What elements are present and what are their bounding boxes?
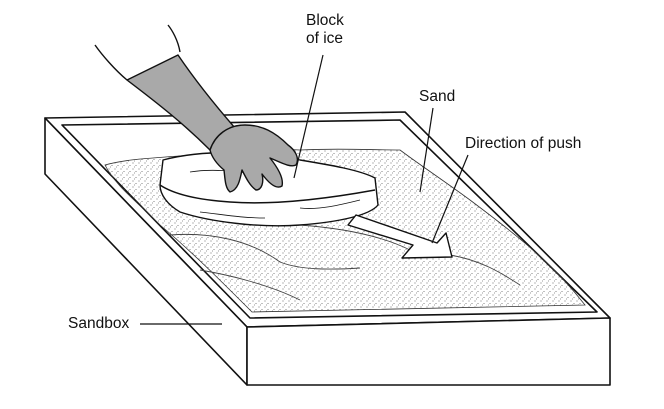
push-arrow — [347, 214, 453, 259]
label-sand: Sand — [419, 88, 456, 105]
label-block-line1: Block — [306, 12, 344, 29]
label-block-of-ice: Block of ice — [306, 12, 344, 48]
gloved-hand — [94, 24, 299, 193]
label-block-line2: of ice — [306, 30, 344, 47]
label-direction-of-push: Direction of push — [465, 135, 582, 152]
leader-sand — [419, 107, 434, 193]
leader-block-of-ice — [293, 54, 324, 179]
label-sandbox: Sandbox — [68, 315, 130, 332]
leader-direction — [431, 154, 469, 244]
